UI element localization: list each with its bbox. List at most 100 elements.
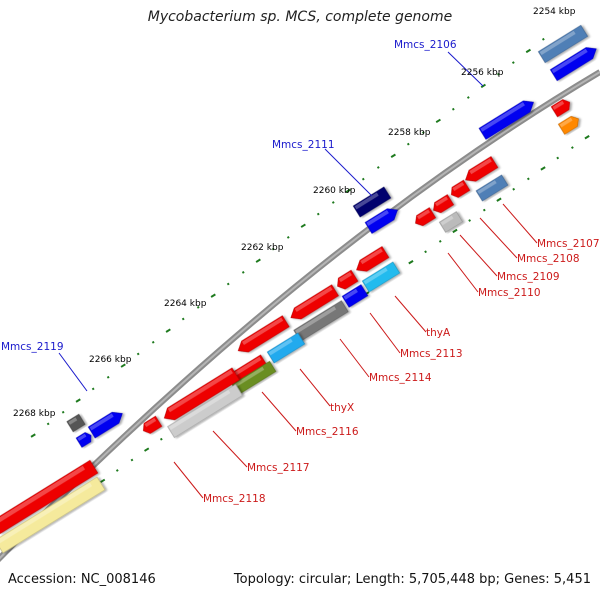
track-dot: [541, 37, 545, 41]
gene-box-red-2263: [337, 269, 359, 290]
gene-box-red-2270: [0, 459, 99, 535]
gene-label-mmcs-2110: Mmcs_2110: [478, 287, 541, 299]
callout-line: [369, 312, 401, 354]
track-dot: [30, 433, 36, 438]
track-dot: [75, 398, 81, 403]
map-title: Mycobacterium sp. MCS, complete genome: [147, 9, 453, 25]
track-dot: [452, 228, 458, 234]
tick-label: 2266 kbp: [89, 355, 132, 365]
callout-line: [447, 252, 479, 293]
gene-box-red-2264: [290, 284, 339, 320]
track-dot: [468, 219, 472, 222]
track-dot: [376, 166, 380, 169]
tick-label: 2268 kbp: [13, 409, 56, 419]
gene-box-thyA-red: [356, 246, 390, 272]
track-dot: [61, 410, 65, 414]
track-dot: [361, 177, 365, 181]
callout-line: [324, 148, 373, 197]
gene-box-red-small: [550, 99, 570, 118]
gene-box-thyA: [361, 261, 401, 293]
track-dot: [151, 340, 155, 344]
track-dot: [345, 188, 351, 193]
track-dot: [525, 48, 531, 54]
gene-box-blue-2268: [75, 432, 92, 448]
gene-box-thyX: [266, 332, 306, 364]
track-dot: [196, 305, 200, 309]
track-dot: [331, 201, 335, 204]
track-dot: [408, 259, 414, 265]
track-dot: [159, 437, 163, 441]
gene-box-steel: [475, 174, 509, 202]
gene-label-mmcs-2111: Mmcs_2111: [272, 139, 335, 151]
gene-label-thya: thyA: [426, 327, 451, 339]
track-dot: [424, 250, 427, 254]
track-dot: [480, 83, 486, 89]
gene-box-red-2265: [237, 315, 290, 353]
track-dot: [496, 72, 500, 76]
gene-box-mmcs-2106: [549, 47, 597, 82]
track-dot: [143, 447, 150, 452]
track-dot: [511, 61, 515, 64]
track-dot: [181, 317, 185, 321]
gene-box-mmcs-2109: [433, 194, 455, 214]
track-dot: [435, 118, 441, 124]
track-dot: [136, 352, 140, 356]
gene-box-mmcs-2118: [143, 415, 163, 434]
callout-line: [173, 461, 204, 499]
track-dot: [226, 282, 230, 286]
track-dot: [316, 212, 320, 216]
gene-label-mmcs-2107: Mmcs_2107: [537, 238, 600, 250]
gene-features: [0, 24, 597, 554]
track-dot: [571, 146, 574, 149]
tick-label: 2254 kbp: [533, 7, 576, 17]
track-dot: [482, 208, 486, 212]
gene-box-mmcs-2117: [167, 383, 243, 439]
gene-box-mmcs-2119: [87, 411, 123, 439]
track-dot: [115, 469, 119, 472]
track-dot: [106, 375, 110, 379]
gene-box-navy: [352, 186, 392, 218]
track-dot: [540, 166, 546, 171]
track-dot: [120, 363, 126, 368]
gene-label-mmcs-2109: Mmcs_2109: [497, 271, 560, 283]
gene-label-mmcs-2119: Mmcs_2119: [1, 341, 64, 353]
gene-label-thyx: thyX: [330, 402, 354, 414]
gene-box-mmcs-2107: [465, 156, 499, 182]
track-dot: [438, 239, 442, 243]
callout-line: [299, 368, 331, 407]
tick-label: 2264 kbp: [164, 299, 207, 309]
gene-box-mmcs-2113: [341, 284, 369, 308]
track-dot: [556, 156, 560, 160]
callout-lines: [58, 51, 538, 499]
track-dot: [99, 478, 106, 484]
track-dot: [584, 135, 590, 140]
gene-box-mmcs-2111: [364, 208, 398, 234]
track-dot: [466, 96, 470, 99]
callout-line: [261, 391, 297, 432]
track-dot: [271, 247, 275, 251]
gene-box-mmcs-2106a: [537, 24, 589, 64]
tick-label: 2262 kbp: [241, 243, 284, 253]
gene-label-mmcs-2117: Mmcs_2117: [247, 462, 310, 474]
gene-box-mmcs-2110: [438, 211, 464, 233]
gene-label-mmcs-2108: Mmcs_2108: [517, 253, 580, 265]
callout-line: [459, 234, 498, 277]
callout-line: [502, 203, 538, 244]
track-dot: [130, 458, 134, 462]
track-dot: [255, 258, 261, 263]
track-dot: [526, 177, 530, 181]
gene-label-mmcs-2118: Mmcs_2118: [203, 493, 266, 505]
gene-label-mmcs-2114: Mmcs_2114: [369, 372, 432, 384]
gene-box-mmcs-2108: [451, 179, 471, 198]
genome-info-text: Topology: circular; Length: 5,705,448 bp…: [233, 572, 591, 587]
track-dot: [512, 187, 516, 191]
gene-box-yellow-2270: [0, 476, 106, 554]
gene-box-blue-2257: [478, 100, 534, 140]
track-dot: [46, 422, 50, 426]
track-dot: [451, 107, 455, 111]
gene-label-mmcs-2116: Mmcs_2116: [296, 426, 359, 438]
track-dot: [300, 223, 306, 228]
gene-box-mmcs-2110a: [415, 207, 437, 227]
track-dot: [390, 153, 396, 158]
